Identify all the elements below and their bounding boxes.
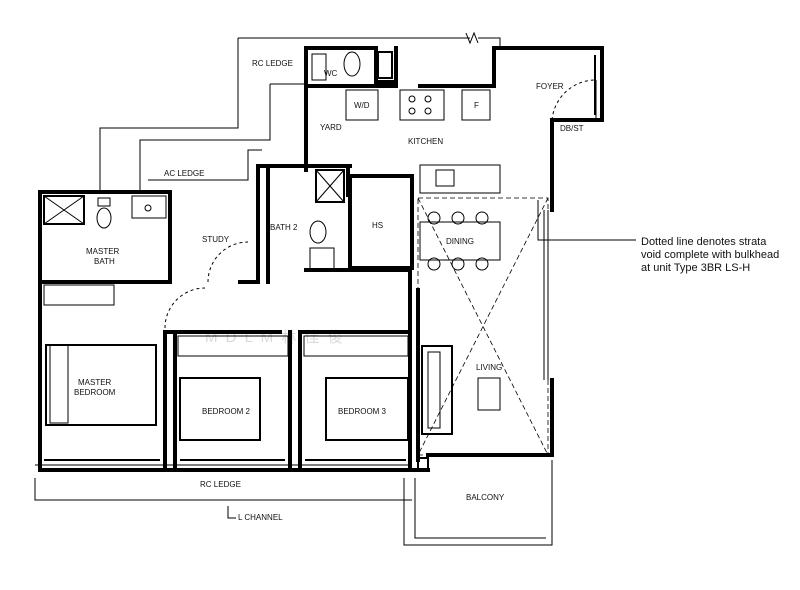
note-line-1: Dotted line denotes strata (641, 236, 767, 248)
room-labels: RC LEDGE WC W/D F FOYER DB/ST YARD KITCH… (74, 59, 584, 522)
label-dining: DINING (446, 237, 474, 246)
note-line-2: void complete with bulkhead (641, 249, 780, 261)
label-foyer: FOYER (536, 82, 564, 91)
label-bedroom3: BEDROOM 3 (338, 407, 387, 416)
label-yard: YARD (320, 123, 342, 132)
label-bath2: BATH 2 (270, 223, 298, 232)
label-master-bath-2: BATH (94, 257, 115, 266)
strata-void-lines (417, 197, 636, 456)
walls (38, 46, 604, 472)
label-l-channel: L CHANNEL (238, 513, 283, 522)
label-wd: W/D (354, 101, 370, 110)
label-master-bedroom-1: MASTER (78, 378, 112, 387)
label-wc: WC (324, 69, 338, 78)
strata-void-note: Dotted line denotes strata void complete… (641, 236, 800, 275)
label-rc-ledge-bottom: RC LEDGE (200, 480, 241, 489)
windows (44, 55, 596, 461)
label-hs: HS (372, 221, 383, 230)
label-dbst: DB/ST (560, 124, 584, 133)
label-rc-ledge-top: RC LEDGE (252, 59, 293, 68)
note-line-3: at unit Type 3BR LS-H (641, 262, 751, 274)
label-study: STUDY (202, 235, 230, 244)
ledge-outlines (34, 31, 553, 546)
label-living: LIVING (476, 363, 502, 372)
fixtures (43, 51, 597, 471)
label-kitchen: KITCHEN (408, 137, 443, 146)
label-balcony: BALCONY (466, 493, 505, 502)
label-ac-ledge: AC LEDGE (164, 169, 204, 178)
label-master-bedroom-2: BEDROOM (74, 388, 116, 397)
label-master-bath-1: MASTER (86, 247, 120, 256)
label-bedroom2: BEDROOM 2 (202, 407, 251, 416)
label-fridge: F (474, 101, 479, 110)
